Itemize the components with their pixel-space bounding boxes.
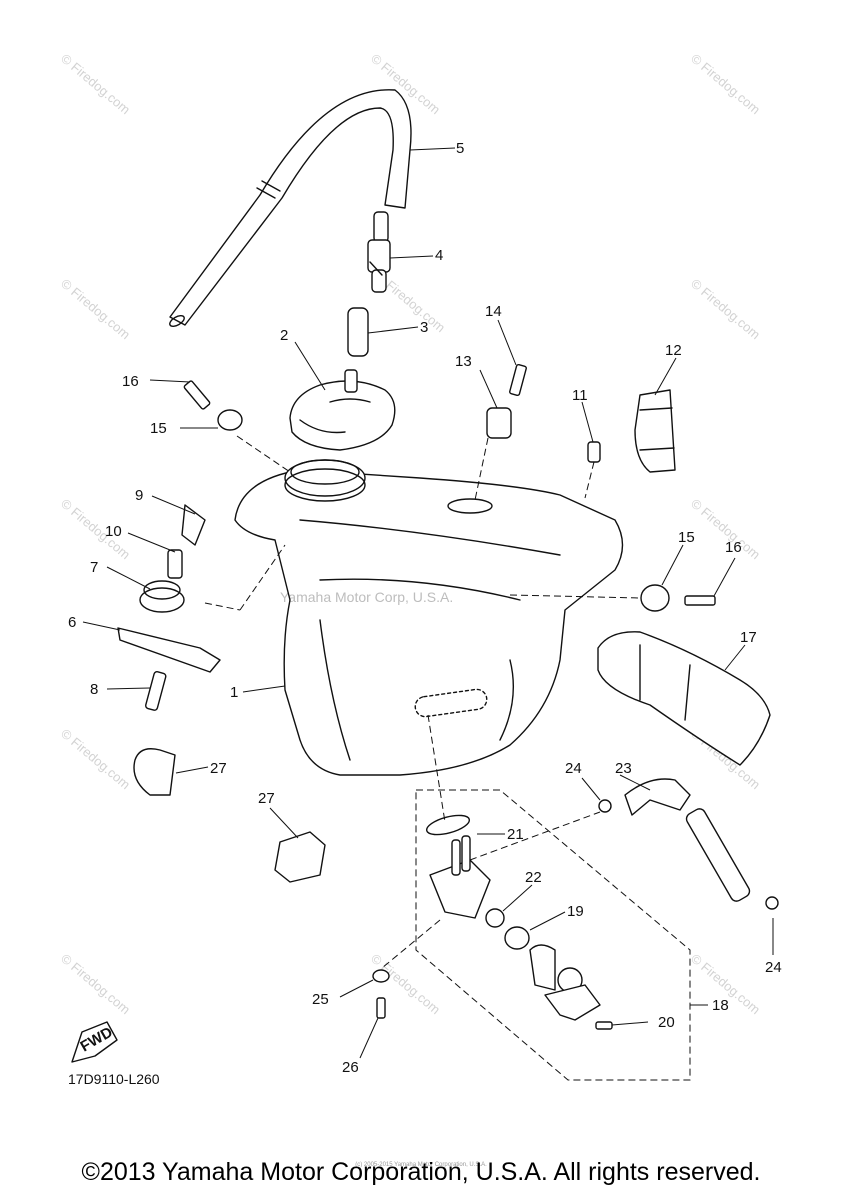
part-3-hose [347,307,369,357]
part-5-breather-hose [169,89,412,327]
watermark-text: © Firedog.com [58,726,133,792]
callout-6: 6 [68,614,76,631]
callout-26: 26 [342,1059,359,1076]
watermark-text: © Firedog.com [368,51,443,117]
mount-hardware [117,504,221,711]
callout-23: 23 [615,760,632,777]
small-copyright: (c) 2005-2015 Yamaha Motor Corporation, … [355,1162,487,1168]
watermark-text: © Firedog.com [688,51,763,117]
callout-11: 11 [572,387,588,404]
leader-lines [82,147,774,1059]
watermark-text: © Firedog.com [688,276,763,342]
callout-9: 9 [135,487,143,504]
copyright-notice: ©2013 Yamaha Motor Corporation, U.S.A. A… [81,1158,761,1186]
callout-21: 21 [507,826,524,843]
callout-2: 2 [280,327,288,344]
callout-14: 14 [485,303,502,320]
watermark-text: © Firedog.com [58,51,133,117]
callout-25: 25 [312,991,329,1008]
callout-4: 4 [435,247,443,264]
part-17-tank-seal [597,631,771,766]
callout-17: 17 [740,629,757,646]
callout-3: 3 [420,319,428,336]
callout-24b: 24 [765,959,782,976]
small-fasteners [183,363,716,612]
callout-18: 18 [712,997,729,1014]
watermark-corp-text: Yamaha Motor Corp, U.S.A. [280,589,453,605]
callout-15b: 15 [678,529,695,546]
callout-16: 16 [122,373,139,390]
callout-8: 8 [90,681,98,698]
watermark-text: © Firedog.com [58,276,133,342]
fwd-arrow-icon: FWD [71,1021,118,1063]
part-4-joint [367,211,391,293]
callout-20: 20 [658,1014,675,1031]
part-27-clamps [133,748,326,883]
callout-24a: 24 [565,760,582,777]
part-23-fuel-hose [598,778,779,910]
watermark-layer: © Firedog.com © Firedog.com © Firedog.co… [58,51,763,1017]
callout-10: 10 [105,523,122,540]
watermark-text: © Firedog.com [58,496,133,562]
callout-27a: 27 [210,760,227,777]
diagram-code: 17D9110-L260 [68,1071,160,1087]
watermark-text: © Firedog.com [58,951,133,1017]
callout-1: 1 [230,684,238,701]
callout-12: 12 [665,342,682,359]
callout-5: 5 [456,140,464,157]
callout-19: 19 [567,903,584,920]
part-12-bracket [634,389,676,473]
callout-labels: 5 4 3 2 16 15 14 13 11 12 9 10 7 6 8 1 1… [68,140,782,1076]
fuel-cock-assembly [372,789,691,1081]
callout-13: 13 [455,353,472,370]
callout-16b: 16 [725,539,742,556]
callout-15: 15 [150,420,167,437]
callout-22: 22 [525,869,542,886]
callout-7: 7 [90,559,98,576]
part-2-fuel-cap [289,369,396,451]
callout-27b: 27 [258,790,275,807]
part-1-fuel-tank [234,459,624,776]
